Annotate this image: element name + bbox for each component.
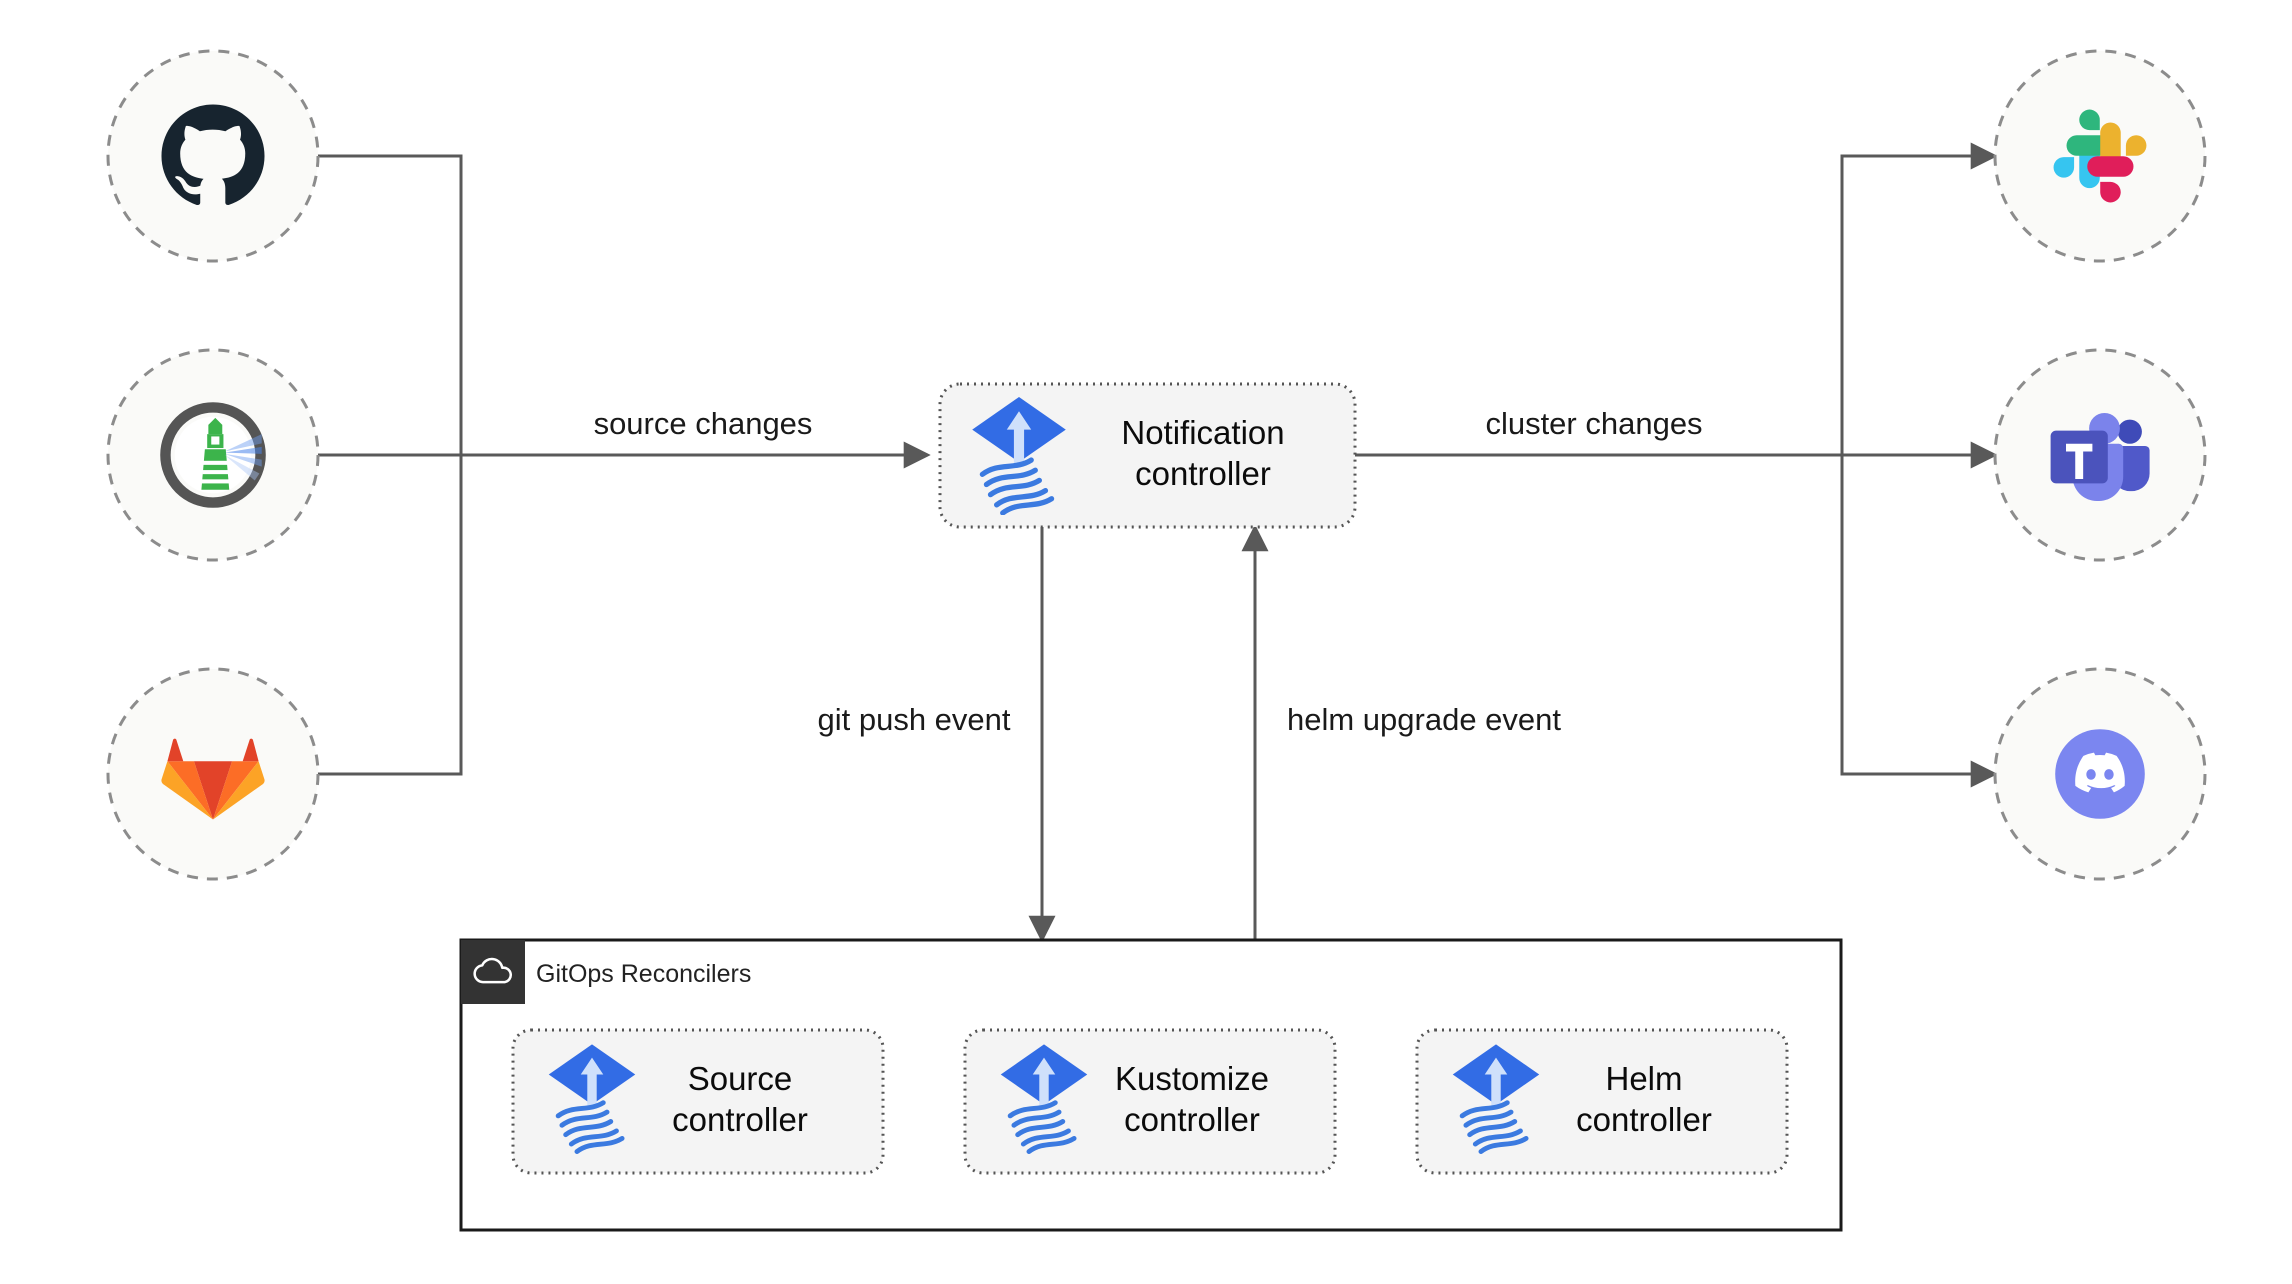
source-node-github[interactable] (106, 49, 320, 263)
edge-label-helm-upgrade-event: helm upgrade event (1287, 702, 1561, 737)
edge-to-slack (1840, 142, 1998, 455)
group-title: GitOps Reconcilers (536, 960, 751, 988)
node-label-line1: Kustomize (1115, 1060, 1269, 1097)
destination-node-slack[interactable] (1993, 49, 2207, 263)
edge-label-cluster-changes: cluster changes (1485, 406, 1702, 441)
group-icon-tile (461, 940, 525, 1004)
node-label-line1: Helm (1605, 1060, 1682, 1097)
node-kustomize-controller[interactable]: Kustomize controller (963, 1028, 1337, 1175)
node-label-line2: controller (1135, 455, 1271, 492)
group-gitops-reconcilers: GitOps Reconcilers Source controller Kus… (459, 938, 1843, 1232)
node-helm-controller[interactable]: Helm controller (1415, 1028, 1789, 1175)
node-label-line2: controller (1124, 1101, 1260, 1138)
edge-to-discord (1840, 455, 1998, 788)
lighthouse-icon (165, 407, 261, 502)
node-label-line2: controller (1576, 1101, 1712, 1138)
source-node-gitlab[interactable] (106, 667, 320, 881)
destination-node-discord[interactable] (1993, 667, 2207, 881)
node-source-controller[interactable]: Source controller (511, 1028, 885, 1175)
source-node-lighthouse[interactable] (106, 348, 320, 562)
discord-icon (2055, 729, 2145, 819)
edge-label-git-push-event: git push event (817, 702, 1010, 737)
edge-label-source-changes: source changes (594, 406, 813, 441)
node-label-line1: Notification (1121, 414, 1284, 451)
node-label-line1: Source (688, 1060, 793, 1097)
node-label-line2: controller (672, 1101, 808, 1138)
node-notification-controller[interactable]: Notification controller (938, 382, 1357, 529)
destination-node-teams[interactable] (1993, 348, 2207, 562)
